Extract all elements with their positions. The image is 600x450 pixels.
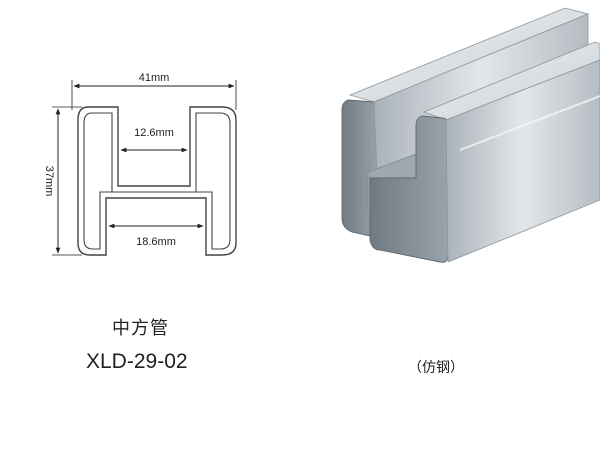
width-dimension-label: 41mm <box>139 72 170 84</box>
rail-highlight <box>459 95 600 151</box>
profile-outline-outer <box>77 106 237 256</box>
profile-outline-inner <box>83 112 231 250</box>
product-name: 中方管 <box>112 318 169 339</box>
height-dimension-label: 37mm <box>43 166 55 197</box>
top-slot-dimension-label: 12.6mm <box>134 127 174 139</box>
bottom-slot-dimension-label: 18.6mm <box>136 236 176 248</box>
product-code: XLD-29-02 <box>86 350 188 373</box>
rail-product-photo <box>341 7 600 263</box>
finish-note: （仿钢） <box>408 360 464 376</box>
cross-section-drawing: 41mm 37mm 12.6mm 18.6mm <box>43 72 237 256</box>
